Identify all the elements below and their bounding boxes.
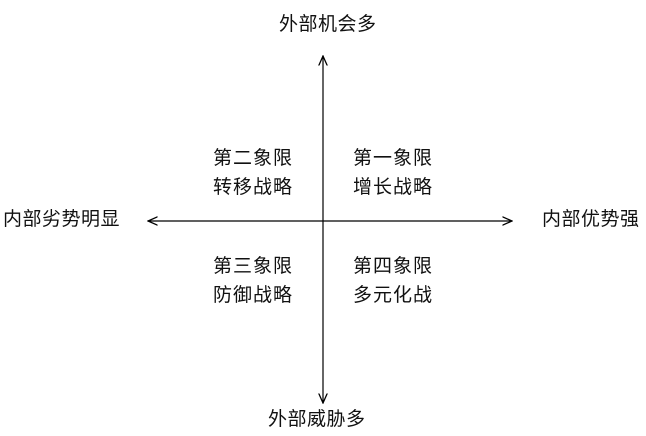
quadrant-1-strategy: 增长战略 (353, 176, 434, 198)
quadrant-3-strategy: 防御战略 (213, 284, 294, 306)
axis-label-bottom: 外部威胁多 (268, 408, 366, 430)
quadrant-2: 第二象限 转移战略 (213, 144, 293, 202)
quadrant-3: 第三象限 防御战略 (213, 252, 293, 310)
axis-label-top: 外部机会多 (279, 13, 377, 35)
quadrant-2-strategy: 转移战略 (213, 176, 294, 198)
quadrant-4-strategy: 多元化战 (353, 284, 434, 306)
quadrant-3-name: 第三象限 (213, 255, 294, 277)
quadrant-4: 第四象限 多元化战 (353, 252, 433, 310)
axis-label-left: 内部劣势明显 (3, 208, 121, 230)
quadrant-2-name: 第二象限 (213, 147, 294, 169)
quadrant-1-name: 第一象限 (353, 147, 434, 169)
quadrant-4-name: 第四象限 (353, 255, 434, 277)
axis-label-right: 内部优势强 (542, 208, 640, 230)
quadrant-1: 第一象限 增长战略 (353, 144, 433, 202)
